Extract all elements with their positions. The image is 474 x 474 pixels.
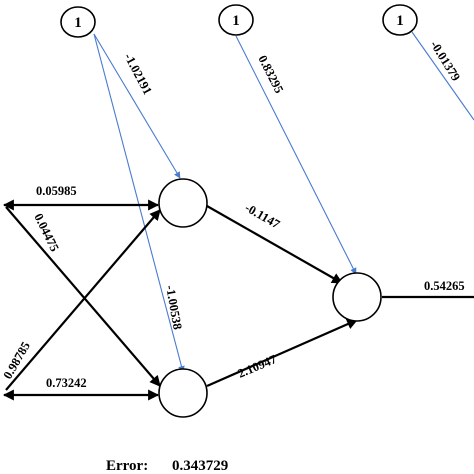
weight-output: 0.54265: [424, 279, 465, 293]
weight-input1-hidden1: 0.05985: [36, 184, 77, 198]
edge-input2-hidden1: [5, 209, 161, 391]
edge-bias3: [411, 31, 474, 121]
edge-bias2-output: [235, 35, 357, 275]
weight-hidden2-output: 2.10947: [236, 352, 279, 381]
bias-node-1: 1: [60, 6, 96, 38]
bias-node-1-label: 1: [74, 15, 82, 31]
weight-bias2-output: 0.83295: [255, 53, 286, 96]
weight-input2-hidden2: 0.73242: [46, 376, 87, 390]
edge-hidden2-output: [206, 318, 359, 388]
hidden-node-2: [158, 368, 208, 418]
bias-node-3: 1: [382, 4, 418, 36]
weight-hidden1-output: -0.1147: [243, 200, 283, 231]
weight-input1-hidden2: 0.04475: [31, 211, 61, 254]
error-value: 0.343729: [172, 458, 228, 474]
edge-input1-hidden2: [5, 206, 161, 387]
edge-bias1-hidden1: [93, 33, 181, 179]
edge-hidden1-output: [206, 205, 343, 284]
error-label: Error:: [106, 458, 148, 474]
hidden-node-1: [158, 178, 208, 228]
bias-node-2-label: 1: [232, 13, 240, 29]
weight-bias1-hidden1: -1.02191: [121, 51, 154, 97]
weight-input2-hidden1: 0.98785: [0, 339, 32, 381]
bias-node-3-label: 1: [396, 13, 404, 29]
output-node: [332, 272, 382, 322]
bias-node-2: 1: [218, 4, 254, 36]
